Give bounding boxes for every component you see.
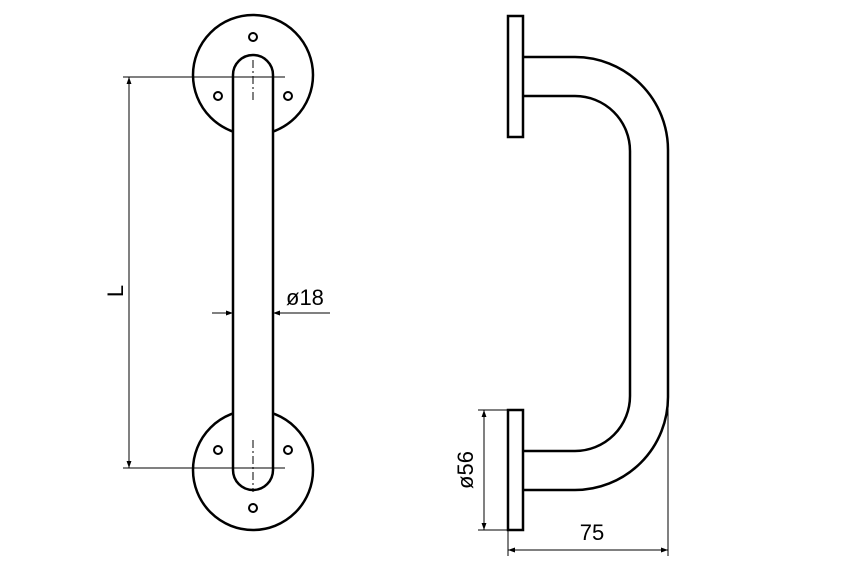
rosette-diameter-label: ø56 <box>453 451 478 489</box>
rosette-diameter-dimension <box>478 409 508 531</box>
side-top-rosette <box>506 14 525 139</box>
grab-bar-tube-front <box>231 53 275 492</box>
projection-dimension <box>507 397 669 556</box>
top-rosette-hole-left <box>213 91 223 101</box>
bottom-rosette-hole-left <box>213 445 223 455</box>
grab-bar-outer-contour <box>523 55 670 492</box>
bottom-rosette-hole-right <box>283 445 293 455</box>
side-view <box>506 14 670 532</box>
top-rosette-hole-right <box>283 91 293 101</box>
length-dimension <box>123 76 285 469</box>
projection-label: 75 <box>580 520 604 545</box>
bottom-rosette-hole-bottom <box>248 503 258 513</box>
tube-diameter-label: ø18 <box>286 285 324 310</box>
front-view <box>191 13 315 532</box>
top-rosette-hole-top <box>248 32 258 42</box>
grab-bar-inner-contour <box>523 94 632 453</box>
length-label: L <box>103 285 128 297</box>
side-bottom-rosette <box>506 408 525 532</box>
